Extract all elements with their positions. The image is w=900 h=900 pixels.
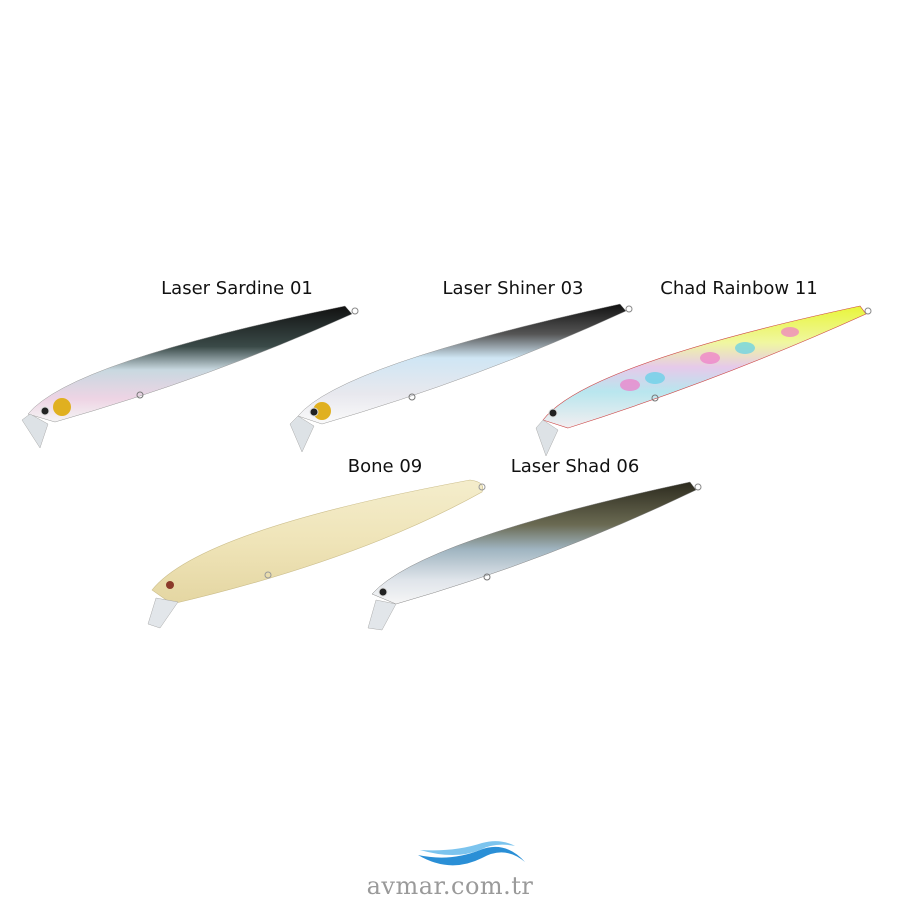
lure-label: Laser Sardine 01 (161, 278, 313, 299)
lure-label: Laser Shiner 03 (442, 278, 584, 299)
lure-label: Laser Shad 06 (510, 456, 640, 477)
avmar-logo-wave-icon (418, 841, 525, 866)
lure-label: Chad Rainbow 11 (660, 278, 818, 299)
lure-laser-shad (367, 481, 702, 631)
lure-chad-rainbow (535, 305, 872, 457)
lure-bone (147, 479, 486, 629)
site-watermark: avmar.com.tr (366, 872, 534, 900)
lure-label: Bone 09 (347, 456, 423, 477)
lure-laser-sardine (21, 305, 359, 449)
lure-laser-shiner (289, 303, 633, 453)
